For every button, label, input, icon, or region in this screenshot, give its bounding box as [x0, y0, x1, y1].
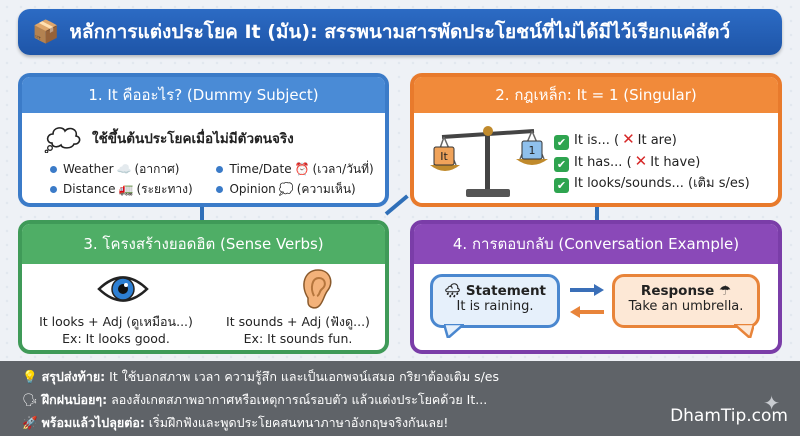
thought-bubble-icon: 💭 [278, 182, 294, 196]
verb-agreement-list: ✔It is... (✕It are) ✔It has... (✕It have… [554, 129, 750, 194]
bullet-icon [50, 185, 57, 193]
speech-head-icon: 🗣 [22, 392, 38, 407]
agreement-row-is: ✔It is... (✕It are) [554, 129, 750, 151]
bubble-tail [734, 324, 754, 338]
exchange-arrows-icon [570, 284, 604, 318]
panel-heading: 3. โครงสร้างยอดฮิต (Sense Verbs) [22, 224, 385, 264]
looks-rule: It looks + Adj (ดูเหมือน...) [39, 314, 193, 329]
agreement-row-has: ✔It has... (✕It have) [554, 151, 750, 173]
looks-example: Ex: It looks good. [62, 331, 170, 346]
bullet-icon [50, 165, 57, 173]
statement-bubble: 🌧 Statement It is raining. [430, 274, 560, 328]
lightbulb-icon: 💡 [22, 369, 38, 384]
panel-heading: 2. กฎเหล็ก: It = 1 (Singular) [414, 77, 778, 113]
sparkle-icon: ✦ [763, 391, 780, 415]
cloud-icon: ☁️ [116, 162, 132, 176]
summary-line-conclusion: 💡 สรุปส่งท้าย: It ใช้บอกสภาพ เวลา ความรู… [22, 369, 500, 384]
rocket-icon: 🚀 [22, 415, 38, 430]
check-icon: ✔ [554, 178, 569, 193]
package-icon: 📦 [32, 19, 60, 45]
response-text: Take an umbrella. [628, 299, 744, 314]
singular-rule-panel: 2. กฎเหล็ก: It = 1 (Singular) It 1 ✔It i… [410, 73, 782, 207]
balance-scale-icon: It 1 [430, 126, 548, 197]
ear-icon [303, 269, 332, 309]
scale-right-label: 1 [529, 144, 536, 157]
usage-time-date: Time/Date⏰(เวลา/วันที่) [216, 160, 380, 179]
usage-weather: Weather☁️(อากาศ) [50, 160, 216, 179]
connector-line [200, 206, 204, 222]
cross-icon: ✕ [622, 130, 635, 148]
rain-cloud-icon: 🌧 [443, 283, 462, 299]
thought-cloud-icon [44, 127, 81, 153]
check-icon: ✔ [554, 135, 569, 150]
alarm-clock-icon: ⏰ [294, 162, 310, 176]
conversation-panel: 4. การตอบกลับ (Conversation Example) 🌧 S… [410, 220, 782, 354]
response-bubble: Response ☂ Take an umbrella. [612, 274, 760, 328]
dummy-subject-rule: ใช้ขึ้นต้นประโยคเมื่อไม่มีตัวตนจริง [92, 131, 294, 147]
dummy-subject-panel: 1. It คืออะไร? (Dummy Subject) ใช้ขึ้นต้… [18, 73, 389, 207]
bullet-icon [216, 185, 224, 193]
bubble-tail [444, 324, 464, 338]
summary-line-next: 🚀 พร้อมแล้วไปลุยต่อ: เริ่มฝึกฟังและพูดปร… [22, 415, 449, 430]
check-icon: ✔ [554, 157, 569, 172]
sounds-example: Ex: It sounds fun. [243, 331, 353, 346]
panel-heading: 4. การตอบกลับ (Conversation Example) [414, 224, 778, 264]
brand-watermark: DhamTip.com [670, 406, 788, 426]
cross-icon: ✕ [634, 152, 648, 170]
umbrella-icon: ☂ [718, 283, 732, 299]
sense-verbs-panel: 3. โครงสร้างยอดฮิต (Sense Verbs) It look… [18, 220, 389, 354]
eye-icon [97, 276, 149, 302]
agreement-row-looks: ✔It looks/sounds... (เติม s/es) [554, 173, 750, 194]
bullet-icon [216, 165, 224, 173]
connector-line [595, 206, 599, 222]
summary-line-practice: 🗣 ฝึกฝนบ่อยๆ: ลองสังเกตสภาพอากาศหรือเหตุ… [22, 392, 488, 407]
scale-left-label: It [440, 150, 448, 163]
page-title: หลักการแต่งประโยค It (มัน): สรรพนามสารพั… [69, 21, 731, 43]
usage-distance: Distance🚛(ระยะทาง) [50, 180, 216, 199]
title-banner: 📦 หลักการแต่งประโยค It (มัน): สรรพนามสาร… [18, 9, 782, 55]
sounds-rule: It sounds + Adj (ฟังดู...) [226, 314, 370, 329]
panel-heading: 1. It คืออะไร? (Dummy Subject) [22, 77, 385, 113]
truck-icon: 🚛 [118, 182, 134, 196]
usage-opinion: Opinion💭(ความเห็น) [216, 180, 380, 199]
summary-footer: 💡 สรุปส่งท้าย: It ใช้บอกสภาพ เวลา ความรู… [0, 361, 800, 436]
statement-text: It is raining. [456, 299, 534, 314]
